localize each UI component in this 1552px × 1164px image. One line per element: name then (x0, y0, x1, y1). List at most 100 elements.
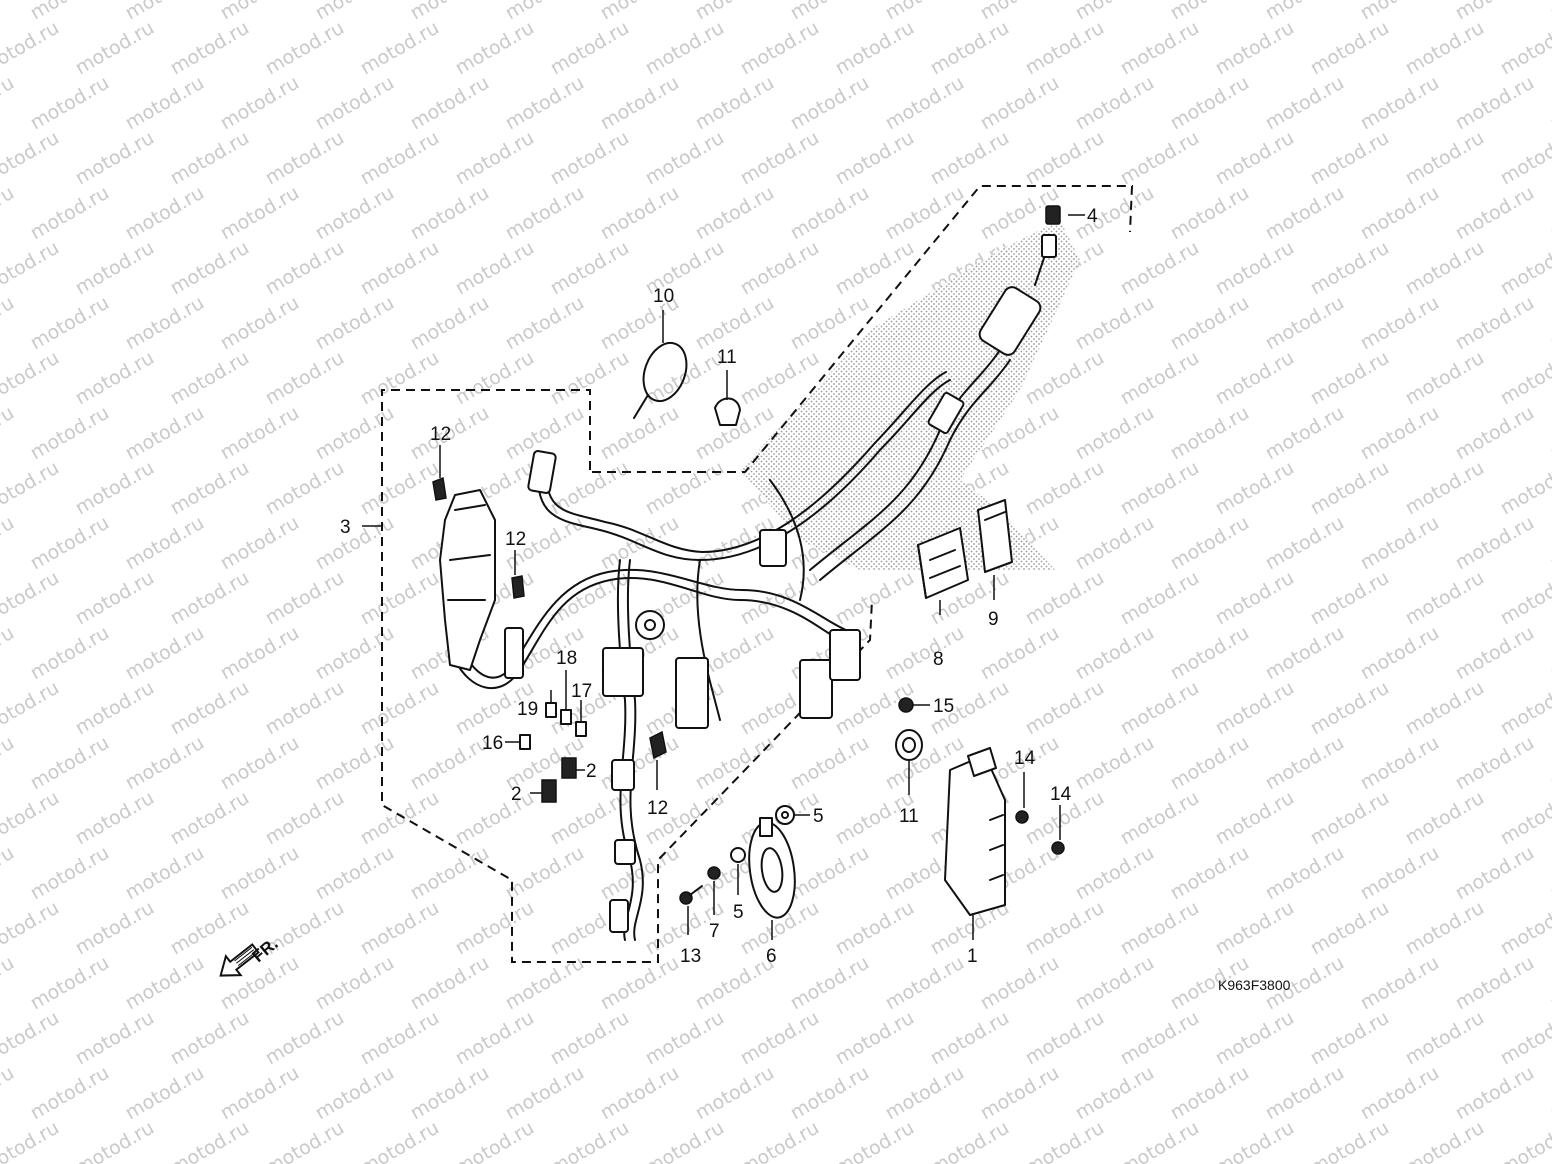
watermark-text: motod.ru (1547, 402, 1552, 465)
drawing-code: K963F3800 (1218, 977, 1291, 993)
clip-top (714, 397, 741, 426)
watermark-text: motod.ru (167, 677, 253, 740)
fuse-19 (545, 702, 557, 718)
watermark-text: motod.ru (1072, 0, 1158, 24)
watermark-text: motod.ru (977, 622, 1063, 685)
watermark-text: motod.ru (1547, 0, 1552, 24)
watermark-text: motod.ru (167, 127, 253, 190)
watermark-text: motod.ru (1402, 567, 1488, 630)
bolt-13-shank (689, 885, 703, 896)
watermark-text: motod.ru (1022, 1117, 1108, 1164)
watermark-text: motod.ru (692, 732, 778, 795)
watermark-text: motod.ru (642, 457, 728, 520)
watermark-text: motod.ru (1357, 952, 1443, 1015)
relay-9 (977, 499, 1013, 573)
watermark-text: motod.ru (977, 72, 1063, 135)
watermark-text: motod.ru (597, 512, 683, 575)
watermark-text: motod.ru (1212, 787, 1298, 850)
watermark-text: motod.ru (0, 622, 18, 685)
watermark-text: motod.ru (217, 1062, 303, 1125)
callout-18: 18 (556, 648, 577, 669)
watermark-text: motod.ru (122, 292, 208, 355)
watermark-text: motod.ru (1212, 1007, 1298, 1070)
watermark-text: motod.ru (357, 347, 443, 410)
watermark-text: motod.ru (122, 512, 208, 575)
watermark-text: motod.ru (452, 1117, 538, 1164)
watermark-text: motod.ru (27, 292, 113, 355)
fuse-18 (560, 709, 572, 725)
watermark-text: motod.ru (1212, 897, 1298, 960)
watermark-text: motod.ru (1212, 1117, 1298, 1164)
watermark-text: motod.ru (1357, 732, 1443, 795)
watermark-text: motod.ru (1072, 622, 1158, 685)
watermark-text: motod.ru (312, 622, 398, 685)
watermark-text: motod.ru (1117, 457, 1203, 520)
screw-14a (1015, 810, 1029, 824)
watermark-text: motod.ru (0, 952, 18, 1015)
watermark-text: motod.ru (1167, 292, 1253, 355)
watermark-text: motod.ru (1402, 457, 1488, 520)
watermark-text: motod.ru (0, 677, 63, 740)
watermark-text: motod.ru (1452, 1062, 1538, 1125)
watermark-text: motod.ru (72, 1007, 158, 1070)
watermark-text: motod.ru (122, 732, 208, 795)
watermark-text: motod.ru (1547, 732, 1552, 795)
watermark-text: motod.ru (597, 402, 683, 465)
watermark-text: motod.ru (0, 512, 18, 575)
watermark-text: motod.ru (1547, 72, 1552, 135)
watermark-text: motod.ru (547, 1007, 633, 1070)
nut-7 (707, 866, 721, 880)
watermark-text: motod.ru (0, 457, 63, 520)
watermark-text: motod.ru (832, 237, 918, 300)
watermark-text: motod.ru (1402, 677, 1488, 740)
front-direction-arrow-icon (219, 943, 260, 977)
clip-12-top (432, 476, 447, 501)
watermark-text: motod.ru (597, 952, 683, 1015)
watermark-text: motod.ru (1357, 512, 1443, 575)
watermark-text: motod.ru (1072, 292, 1158, 355)
watermark-text: motod.ru (1117, 677, 1203, 740)
watermark-text: motod.ru (1547, 182, 1552, 245)
watermark-text: motod.ru (1497, 347, 1552, 410)
fuse-holder-2b (541, 779, 557, 803)
watermark-text: motod.ru (357, 1007, 443, 1070)
watermark-text: motod.ru (1212, 677, 1298, 740)
fuse-holder-2a (561, 757, 577, 779)
watermark-text: motod.ru (832, 127, 918, 190)
watermark-text: motod.ru (27, 72, 113, 135)
watermark-text: motod.ru (1167, 512, 1253, 575)
watermark-text: motod.ru (882, 1062, 968, 1125)
watermark-text: motod.ru (167, 567, 253, 630)
watermark-text: motod.ru (1402, 1007, 1488, 1070)
watermark-text: motod.ru (1072, 842, 1158, 905)
watermark-text: motod.ru (1212, 567, 1298, 630)
watermark-text: motod.ru (0, 182, 18, 245)
watermark-text: motod.ru (217, 842, 303, 905)
watermark-text: motod.ru (737, 567, 823, 630)
watermark-text: motod.ru (357, 567, 443, 630)
watermark-text: motod.ru (0, 1007, 63, 1070)
watermark-text: motod.ru (787, 1062, 873, 1125)
watermark-text: motod.ru (1167, 1062, 1253, 1125)
watermark-text: motod.ru (0, 237, 63, 300)
watermark-text: motod.ru (262, 127, 348, 190)
watermark-text: motod.ru (167, 1007, 253, 1070)
watermark-text: motod.ru (72, 457, 158, 520)
watermark-text: motod.ru (1167, 72, 1253, 135)
watermark-text: motod.ru (357, 677, 443, 740)
watermark-text: motod.ru (1212, 237, 1298, 300)
watermark-text: motod.ru (27, 0, 113, 24)
watermark-text: motod.ru (262, 237, 348, 300)
watermark-text: motod.ru (72, 567, 158, 630)
watermark-text: motod.ru (1547, 292, 1552, 355)
relay-8 (917, 527, 969, 599)
watermark-text: motod.ru (1022, 457, 1108, 520)
watermark-text: motod.ru (1307, 457, 1393, 520)
watermark-text: motod.ru (167, 457, 253, 520)
watermark-text: motod.ru (1262, 0, 1348, 24)
watermark-text: motod.ru (977, 0, 1063, 24)
watermark-text: motod.ru (547, 127, 633, 190)
watermark-text: motod.ru (547, 1117, 633, 1164)
watermark-text: motod.ru (262, 567, 348, 630)
watermark-text: motod.ru (312, 952, 398, 1015)
